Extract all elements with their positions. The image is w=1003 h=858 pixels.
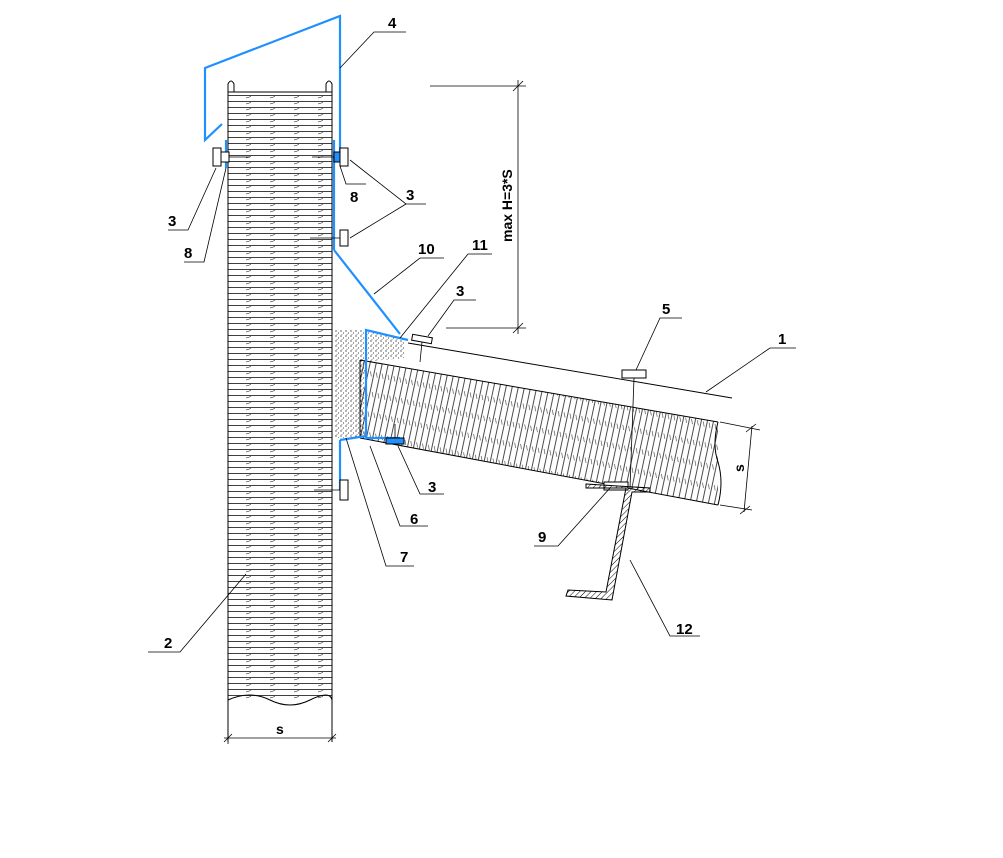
callout-11: 11 (472, 237, 488, 254)
screw-right-mid (310, 229, 349, 247)
screw-wall-bottom (314, 479, 349, 501)
callout-1: 1 (778, 331, 786, 348)
dimension-max-height: max H=3*S (430, 80, 526, 334)
foam-seal (334, 330, 404, 438)
callout-3-right: 3 (406, 187, 414, 204)
callout-2: 2 (164, 635, 172, 652)
dimension-roof-thickness-label: s (731, 464, 747, 472)
screw-right-top (312, 147, 349, 167)
callout-4: 4 (388, 15, 397, 32)
leaders (148, 31, 796, 653)
screw-roof-top (411, 333, 433, 363)
callout-labels: 4 3 8 8 3 10 11 3 5 1 3 6 7 9 12 2 (164, 15, 786, 652)
dimension-wall-thickness: s (223, 721, 337, 744)
callout-6: 6 (410, 511, 418, 528)
purlin-12 (565, 483, 651, 601)
dimension-wall-thickness-label: s (276, 721, 284, 737)
callout-5: 5 (662, 301, 670, 318)
callout-7: 7 (400, 549, 408, 566)
callout-10: 10 (418, 241, 435, 258)
screw-left-top (212, 147, 250, 167)
callout-3-roof-top: 3 (456, 283, 464, 300)
dimension-roof-thickness: s (719, 421, 761, 515)
callout-8-right: 8 (350, 189, 358, 206)
callout-9: 9 (538, 529, 546, 546)
callout-3-left: 3 (168, 213, 176, 230)
callout-3-roof-bottom: 3 (428, 479, 436, 496)
wall-sandwich-panel (227, 80, 333, 742)
dimension-max-height-label: max H=3*S (499, 169, 515, 242)
ridge-flashing-4 (203, 14, 342, 162)
roof-sandwich-panel (359, 342, 733, 506)
callout-12: 12 (676, 621, 693, 638)
callout-8-left: 8 (184, 245, 192, 262)
screw-roof-bottom (385, 424, 405, 445)
